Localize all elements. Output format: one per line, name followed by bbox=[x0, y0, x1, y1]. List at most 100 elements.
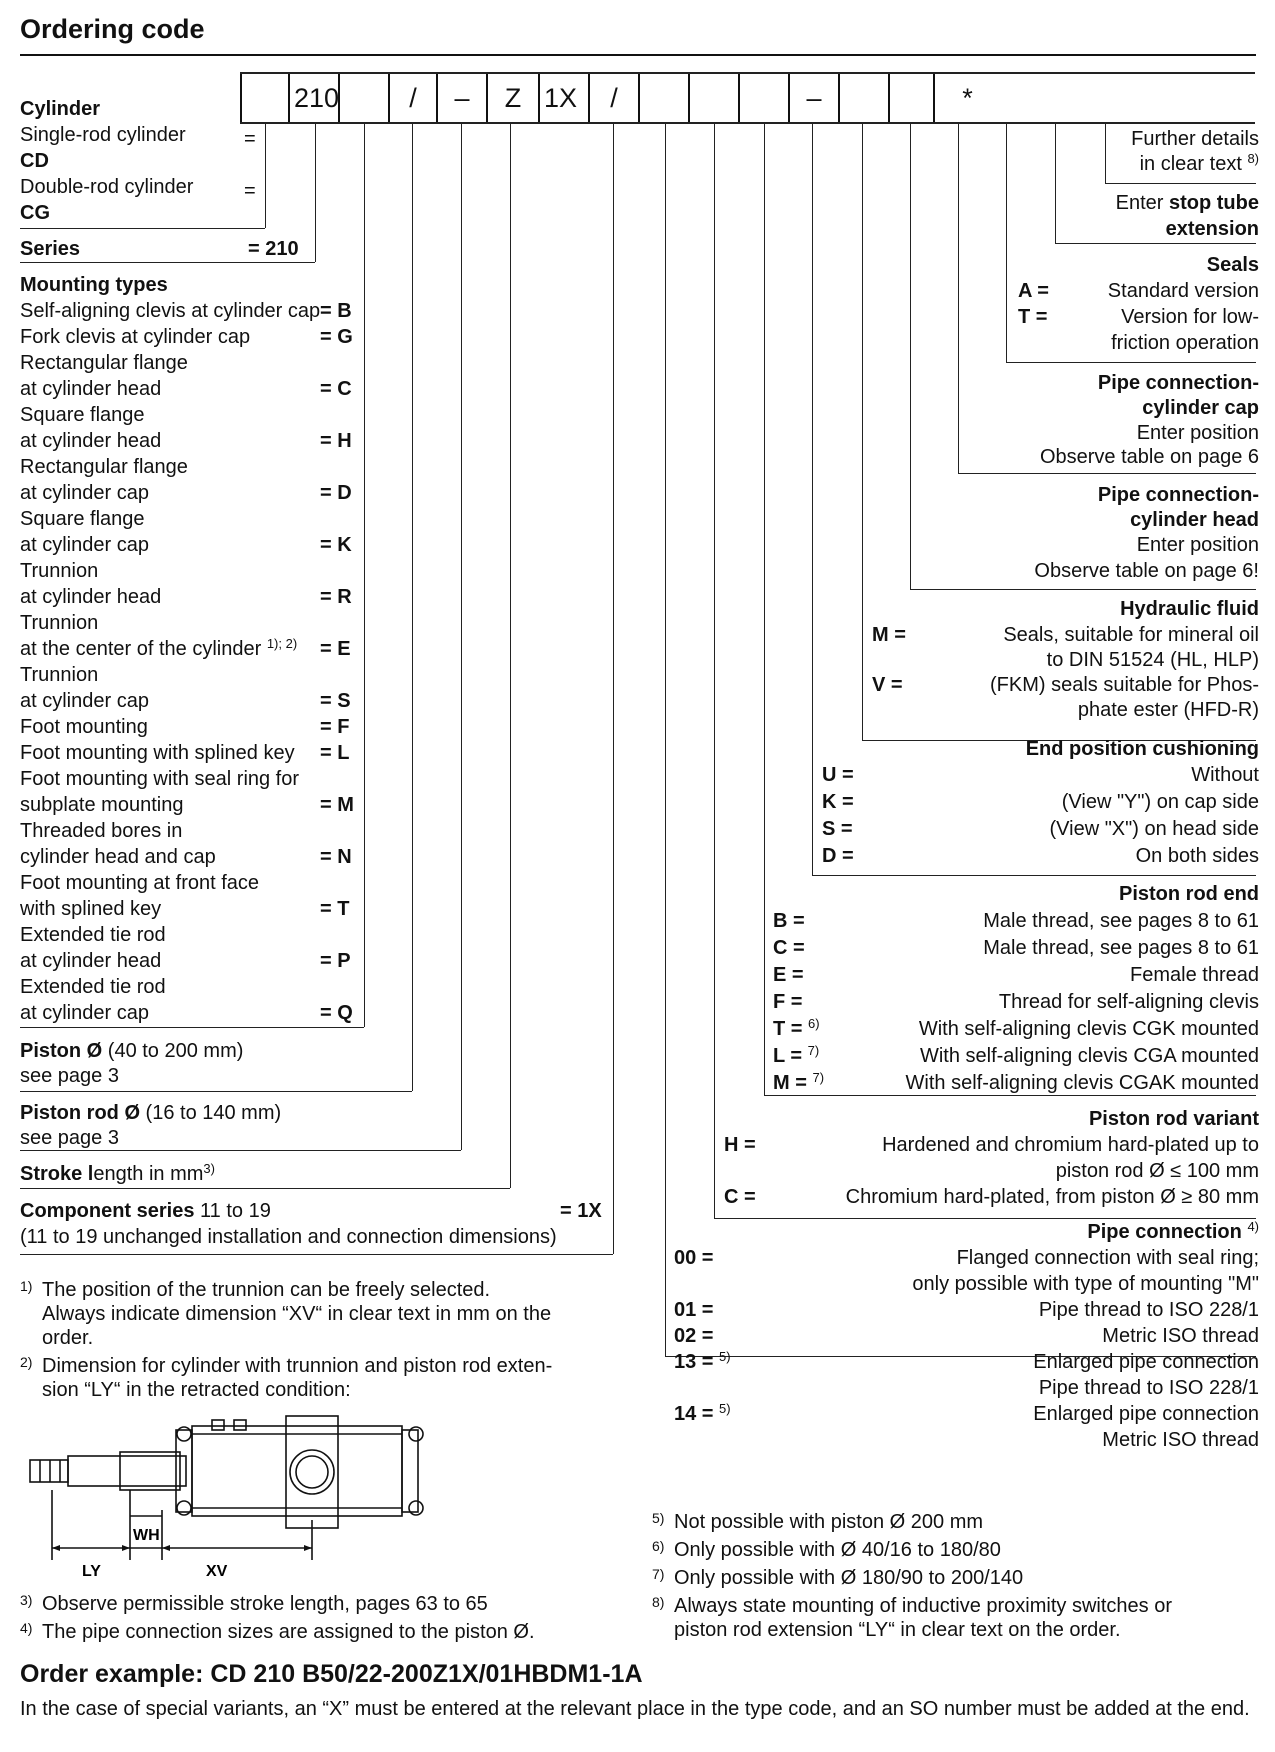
cushion-heading: End position cushioning bbox=[1025, 738, 1259, 760]
rod-end-code: T = 6) bbox=[773, 1017, 820, 1041]
connector-v bbox=[412, 124, 413, 1091]
connector-h bbox=[20, 262, 315, 263]
pipe-connection-option: Flanged connection with seal ring; bbox=[956, 1247, 1259, 1269]
mounting-option-text: at cylinder head bbox=[20, 586, 162, 608]
mounting-code: = F bbox=[320, 716, 350, 738]
trunnion bbox=[285, 1415, 339, 1529]
footnote-ref: 4) bbox=[1247, 1219, 1259, 1234]
rod-end-code: L = 7) bbox=[773, 1044, 819, 1068]
code-cell: – bbox=[790, 72, 840, 124]
mounting-option-text: Foot mounting with splined key bbox=[20, 742, 295, 764]
pipe-connection-code: 14 = 5) bbox=[674, 1402, 731, 1426]
footnote-text: piston rod extension “LY“ in clear text … bbox=[674, 1619, 1121, 1641]
text-part: M = bbox=[773, 1072, 807, 1094]
mounting-option-text: Square flange bbox=[20, 404, 145, 426]
connector-h bbox=[1006, 362, 1256, 363]
mounting-option-text: with splined key bbox=[20, 898, 162, 920]
piston-rod bbox=[67, 1455, 187, 1487]
code-cell bbox=[840, 72, 890, 124]
connector-v bbox=[665, 124, 666, 1356]
connector-v bbox=[812, 124, 813, 875]
mounting-code: = B bbox=[320, 300, 352, 322]
code-top-rule bbox=[240, 72, 1255, 74]
connector-h bbox=[20, 1254, 613, 1255]
footnote-ref: 8) bbox=[1247, 151, 1259, 166]
text-part: ength in mm bbox=[93, 1163, 204, 1185]
rod-end-code: F = bbox=[773, 991, 802, 1014]
rod-variant-option: Hardened and chromium hard-plated up to bbox=[882, 1134, 1259, 1156]
text-part: L = bbox=[773, 1045, 803, 1067]
order-example-title: Order example: CD 210 B50/22-200Z1X/01HB… bbox=[20, 1660, 643, 1688]
cylinder-tube bbox=[191, 1425, 403, 1517]
connector-h bbox=[20, 1091, 412, 1092]
connector-h bbox=[20, 1027, 364, 1028]
footnote-text: Always indicate dimension “XV“ in clear … bbox=[42, 1303, 552, 1325]
connector-v bbox=[1055, 124, 1056, 243]
code-cell bbox=[240, 72, 290, 124]
mounting-code: = L bbox=[320, 742, 350, 764]
rod-end-heading: Piston rod end bbox=[1119, 883, 1259, 905]
rod-end-option: With self-aligning clevis CGK mounted bbox=[918, 1018, 1259, 1040]
mounting-option-text: cylinder head and cap bbox=[20, 846, 216, 868]
pipe-connection-option: only possible with type of mounting "M" bbox=[912, 1273, 1259, 1295]
rod-end-fitting bbox=[119, 1451, 181, 1491]
double-rod-code: CG bbox=[20, 202, 50, 224]
pipe-head-heading: cylinder head bbox=[1130, 509, 1259, 531]
connector-v bbox=[315, 124, 316, 262]
mounting-option-text: Trunnion bbox=[20, 664, 99, 686]
footnote-text: Only possible with Ø 40/16 to 180/80 bbox=[674, 1539, 1001, 1561]
component-series-code: = 1X bbox=[560, 1200, 602, 1222]
footnote-text: order. bbox=[42, 1327, 94, 1349]
footnote-number: 3) bbox=[20, 1592, 33, 1608]
footnote-ref: 1); 2) bbox=[266, 636, 298, 651]
connector-h bbox=[20, 1188, 510, 1189]
pipe-cap-text: Enter position bbox=[1136, 422, 1259, 444]
pipe-connection-option: Pipe thread to ISO 228/1 bbox=[1038, 1377, 1259, 1399]
mounting-option-text: Foot mounting at front face bbox=[20, 872, 260, 894]
code-cell bbox=[640, 72, 690, 124]
stop-tube-text: extension bbox=[1165, 218, 1259, 240]
connector-h bbox=[812, 875, 1256, 876]
connector-h bbox=[1105, 183, 1256, 184]
connector-h bbox=[958, 473, 1256, 474]
rod-thread bbox=[29, 1459, 69, 1483]
mounting-code: = E bbox=[320, 638, 351, 660]
pipe-connection-code: 00 = bbox=[674, 1247, 713, 1270]
footnote-text: The position of the trunnion can be free… bbox=[42, 1279, 491, 1301]
cushion-code: U = bbox=[822, 764, 854, 786]
rod-end-code: C = bbox=[773, 937, 805, 960]
mounting-option-text: at cylinder cap bbox=[20, 1002, 149, 1024]
connector-h bbox=[665, 1356, 1256, 1357]
text-part: in clear text bbox=[1139, 153, 1242, 175]
seals-option: Standard version bbox=[1107, 280, 1259, 302]
pipe-connection-code: 01 = bbox=[674, 1299, 713, 1322]
text-part: E = bbox=[773, 964, 804, 986]
text-part: (40 to 200 mm) bbox=[102, 1040, 244, 1062]
piston-see-page: see page 3 bbox=[20, 1065, 119, 1087]
code-cell: 1X bbox=[540, 72, 590, 124]
fluid-option: phate ester (HFD-R) bbox=[1077, 699, 1259, 721]
connector-v bbox=[461, 124, 462, 1150]
rod-end-option: Thread for self-aligning clevis bbox=[998, 991, 1259, 1013]
connector-h bbox=[20, 1150, 461, 1151]
footnote-number: 8) bbox=[652, 1594, 665, 1610]
connector-v bbox=[364, 124, 365, 1027]
further-details-text: Further details bbox=[1131, 128, 1259, 150]
mounting-option-text: at cylinder cap bbox=[20, 482, 149, 504]
further-details-text: in clear text 8) bbox=[1139, 151, 1259, 176]
series-value: = 210 bbox=[248, 238, 299, 260]
mounting-option-text: Extended tie rod bbox=[20, 924, 166, 946]
code-cell bbox=[890, 72, 935, 124]
text-part: Enter bbox=[1115, 192, 1169, 214]
stroke-length-label: Stroke length in mm3) bbox=[20, 1162, 215, 1186]
rod-end-code: B = bbox=[773, 910, 805, 933]
pipe-connection-option: Metric ISO thread bbox=[1102, 1325, 1259, 1347]
mounting-option-text: subplate mounting bbox=[20, 794, 184, 816]
footnote-ref: 7) bbox=[812, 1070, 825, 1085]
pipe-cap-heading: Pipe connection- bbox=[1097, 372, 1259, 394]
footnote-text: Always state mounting of inductive proxi… bbox=[674, 1595, 1172, 1617]
text-part: 02 = bbox=[674, 1325, 714, 1347]
connector-v bbox=[1006, 124, 1007, 362]
rod-end-option: Female thread bbox=[1130, 964, 1259, 986]
footnote-text: sion “LY“ in the retracted condition: bbox=[42, 1379, 351, 1401]
